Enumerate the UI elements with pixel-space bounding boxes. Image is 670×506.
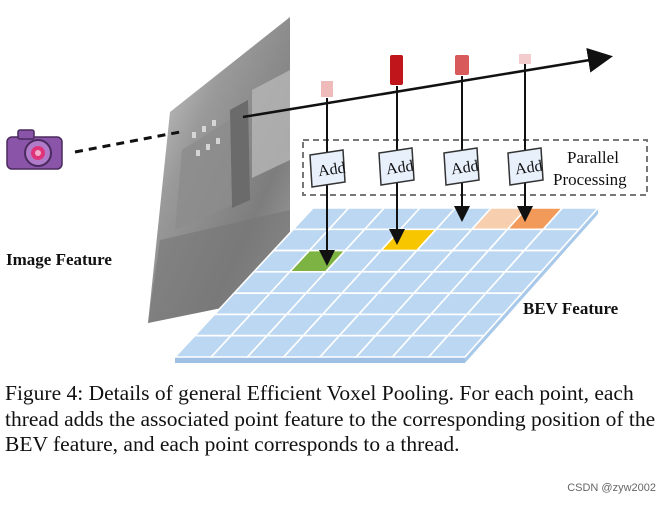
bev-cell xyxy=(426,334,486,358)
watermark: CSDN @zyw2002 xyxy=(567,482,656,494)
camera-ray-dashed xyxy=(74,130,181,154)
camera-icon xyxy=(6,129,63,170)
figure: Add Add Add Add Parallel Processing Imag… xyxy=(6,17,648,363)
parallel-label-line1: Parallel xyxy=(567,148,619,167)
parallel-processing-box xyxy=(302,139,648,196)
parallel-label-line2: Processing xyxy=(553,170,627,189)
bev-feature-label: BEV Feature xyxy=(523,299,619,318)
bev-grid-right-edge xyxy=(465,208,598,363)
add-box-4: Add xyxy=(507,147,544,186)
point-feature-4 xyxy=(519,54,531,64)
point-feature-3 xyxy=(455,55,469,75)
add-label-3: Add xyxy=(450,158,480,179)
add-label-4: Add xyxy=(514,158,544,179)
add-box-2: Add xyxy=(378,147,415,186)
ray-arrow-icon xyxy=(242,47,613,119)
point-feature-1 xyxy=(321,81,333,97)
bev-grid xyxy=(173,207,600,363)
add-label-1: Add xyxy=(317,159,347,180)
image-feature-label: Image Feature xyxy=(6,250,112,269)
point-feature-2 xyxy=(390,55,403,85)
voxel-pooling-diagram: Add Add Add Add Parallel Processing xyxy=(6,17,648,363)
figure-caption: Figure 4: Details of general Efficient V… xyxy=(5,381,656,456)
bev-grid-front-edge xyxy=(175,357,465,363)
add-box-3: Add xyxy=(443,147,480,186)
add-label-2: Add xyxy=(385,158,415,179)
add-box-1: Add xyxy=(309,149,347,188)
